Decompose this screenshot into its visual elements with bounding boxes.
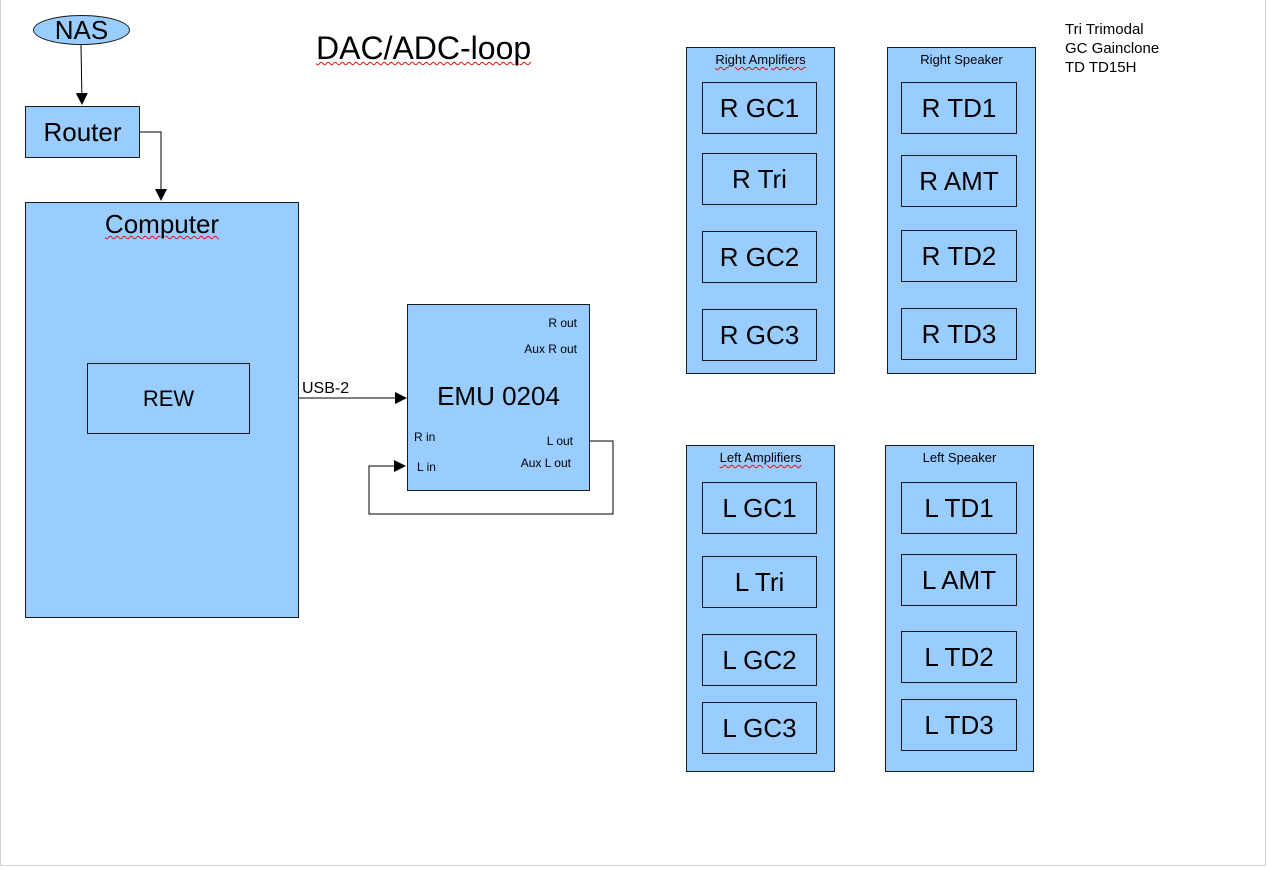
speaker-item: L TD3 — [901, 699, 1017, 751]
speaker-item: L TD2 — [901, 631, 1017, 683]
router-label: Router — [43, 116, 122, 147]
emu-r-out: R out — [548, 316, 577, 330]
emu-l-in: L in — [417, 460, 436, 474]
speaker-item: L TD1 — [901, 482, 1017, 534]
diagram-title: DAC/ADC-loop — [316, 30, 532, 66]
computer-label: Computer — [104, 209, 220, 239]
router-node: Router — [25, 106, 140, 158]
amp-item: R Tri — [702, 153, 817, 205]
amp-item: L GC2 — [702, 634, 817, 686]
right-speaker-title: Right Speaker — [920, 52, 1003, 67]
computer-node: Computer — [25, 202, 299, 618]
emu-label: EMU 0204 — [437, 381, 560, 411]
amp-item: R GC2 — [702, 231, 817, 283]
left-amplifiers-title: Left Amplifiers — [719, 450, 802, 465]
speaker-item: R TD3 — [901, 308, 1017, 360]
emu-r-in: R in — [414, 430, 436, 444]
nas-router-arrow — [75, 43, 88, 105]
left-speaker-group: Left Speaker L TD1 L AMT L TD2 L TD3 — [885, 445, 1034, 772]
emu-aux-l-out: Aux L out — [520, 456, 571, 470]
rew-label: REW — [142, 385, 195, 411]
speaker-item: R AMT — [901, 155, 1017, 207]
legend: Tri Trimodal GC Gainclone TD TD15H — [1065, 20, 1159, 77]
nas-label: NAS — [54, 14, 109, 45]
emu-aux-r-out: Aux R out — [524, 342, 577, 356]
amp-item: L GC3 — [702, 702, 817, 754]
amp-item: R GC1 — [702, 82, 817, 134]
emu-0204-node: R out Aux R out EMU 0204 R in L in L out… — [407, 304, 590, 491]
loopback-arrow — [368, 440, 614, 515]
usb-label: USB-2 — [302, 380, 350, 397]
amp-item: L Tri — [702, 556, 817, 608]
legend-item: TD TD15H — [1065, 59, 1137, 76]
left-speaker-title: Left Speaker — [922, 450, 997, 465]
speaker-item: R TD2 — [901, 230, 1017, 282]
legend-item: Tri Trimodal — [1065, 21, 1144, 38]
speaker-item: R TD1 — [901, 82, 1017, 134]
right-speaker-group: Right Speaker R TD1 R AMT R TD2 R TD3 — [887, 47, 1036, 374]
emu-l-out: L out — [546, 434, 573, 448]
left-amplifiers-group: Left Amplifiers L GC1 L Tri L GC2 L GC3 — [686, 445, 835, 772]
right-amplifiers-title: Right Amplifiers — [715, 52, 806, 67]
rew-node: REW — [87, 363, 250, 434]
right-amplifiers-group: Right Amplifiers R GC1 R Tri R GC2 R GC3 — [686, 47, 835, 374]
amp-item: L GC1 — [702, 482, 817, 534]
amp-item: R GC3 — [702, 309, 817, 361]
legend-item: GC Gainclone — [1065, 40, 1160, 57]
nas-node: NAS — [33, 15, 130, 45]
router-computer-arrow — [140, 131, 167, 201]
speaker-item: L AMT — [901, 554, 1017, 606]
